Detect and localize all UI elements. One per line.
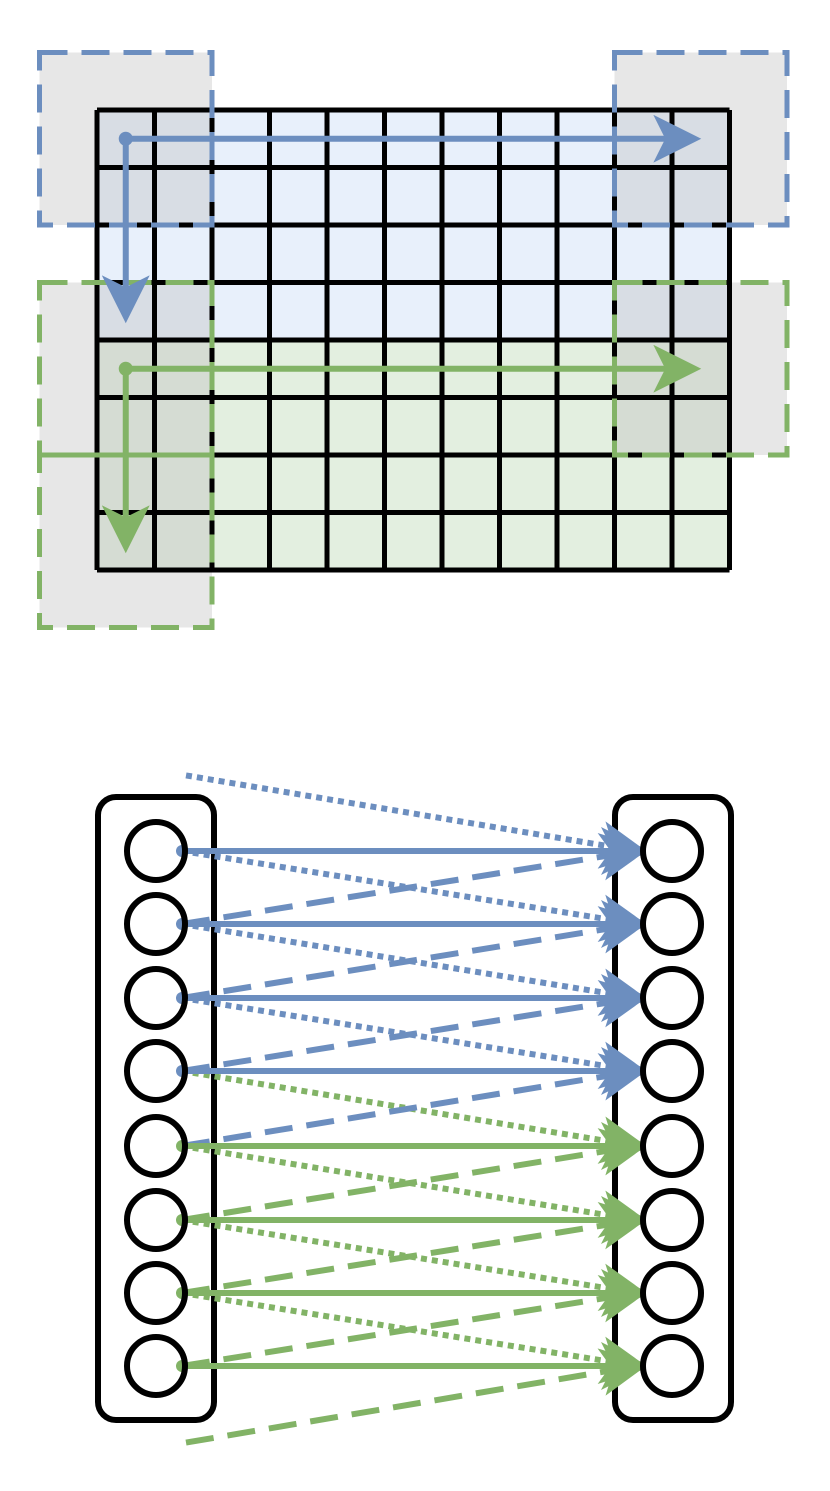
grid-cell: [442, 167, 500, 225]
input-node: [124, 1334, 188, 1398]
grid-cell: [384, 512, 442, 570]
grid-cell: [672, 512, 730, 570]
input-node: [124, 819, 188, 883]
grid-cell: [384, 282, 442, 340]
grid-cell: [269, 397, 327, 455]
input-node: [124, 892, 188, 956]
grid-cell: [327, 282, 385, 340]
edge-dashed: [181, 1053, 649, 1149]
grid-cell: [557, 397, 615, 455]
grid-cell: [442, 512, 500, 570]
grid-cell: [442, 282, 500, 340]
grid-cell: [154, 397, 212, 455]
grid-cell: [614, 455, 672, 513]
grid-cell: [499, 455, 557, 513]
grid-cell: [672, 225, 730, 283]
grid-cell: [212, 397, 270, 455]
output-node: [640, 1261, 704, 1325]
grid-cell: [384, 225, 442, 283]
grid-cell: [154, 455, 212, 513]
edge-dashed: [181, 1202, 649, 1296]
grid-cell: [327, 397, 385, 455]
scan-start-dot: [118, 131, 133, 146]
grid-cell: [499, 282, 557, 340]
grid-cell: [442, 455, 500, 513]
grid-cell: [327, 512, 385, 570]
input-node: [124, 966, 188, 1030]
grid-cell: [614, 512, 672, 570]
grid-cell: [557, 455, 615, 513]
grid-cell: [212, 282, 270, 340]
edge-dashed: [181, 1275, 649, 1369]
grid-cell: [499, 167, 557, 225]
grid-cell: [154, 167, 212, 225]
scan-start-dot: [118, 361, 133, 376]
grid-cell: [557, 225, 615, 283]
grid-cell: [212, 225, 270, 283]
grid-cell: [614, 225, 672, 283]
edge-dotted: [185, 772, 649, 869]
grid-cell: [672, 455, 730, 513]
edge-dashed: [181, 980, 649, 1074]
edge-dashed: [181, 1128, 649, 1223]
grid-cell: [212, 455, 270, 513]
edge-dashed: [185, 1348, 649, 1446]
grid-cell: [672, 397, 730, 455]
grid-cell: [557, 512, 615, 570]
grid-cell: [327, 455, 385, 513]
grid-cell: [154, 282, 212, 340]
grid-cell: [327, 225, 385, 283]
grid-cell: [557, 167, 615, 225]
input-node: [124, 1261, 188, 1325]
grid-cell: [269, 455, 327, 513]
grid-cell: [499, 512, 557, 570]
grid-cell: [499, 225, 557, 283]
convolution-grid: [37, 50, 790, 630]
output-node: [640, 1039, 704, 1103]
output-node: [640, 892, 704, 956]
grid-cell: [672, 282, 730, 340]
grid-cell: [154, 512, 212, 570]
grid-cell: [154, 225, 212, 283]
input-node: [124, 1039, 188, 1103]
output-node: [640, 1188, 704, 1252]
grid-cell: [269, 225, 327, 283]
grid-cell: [212, 512, 270, 570]
grid-cell: [384, 167, 442, 225]
grid-cell: [672, 167, 730, 225]
grid-cell: [499, 397, 557, 455]
output-node: [640, 1114, 704, 1178]
grid-cell: [212, 167, 270, 225]
grid-cell: [269, 282, 327, 340]
output-node: [640, 819, 704, 883]
input-node: [124, 1188, 188, 1252]
grid-cell: [384, 455, 442, 513]
grid-cell: [327, 167, 385, 225]
output-node: [640, 1334, 704, 1398]
grid-cell: [614, 397, 672, 455]
grid-cell: [442, 397, 500, 455]
input-layer-box: [95, 794, 217, 1423]
edge-dashed: [181, 906, 649, 1001]
output-node: [640, 966, 704, 1030]
grid-cell: [442, 225, 500, 283]
grid-cell: [614, 282, 672, 340]
network-diagram: [95, 772, 734, 1446]
input-node: [124, 1114, 188, 1178]
grid-cell: [557, 282, 615, 340]
grid-cell: [384, 397, 442, 455]
edge-dashed: [181, 833, 649, 927]
grid-cell: [269, 167, 327, 225]
grid-cell: [269, 512, 327, 570]
output-layer-box: [612, 794, 734, 1423]
grid-cell: [614, 167, 672, 225]
